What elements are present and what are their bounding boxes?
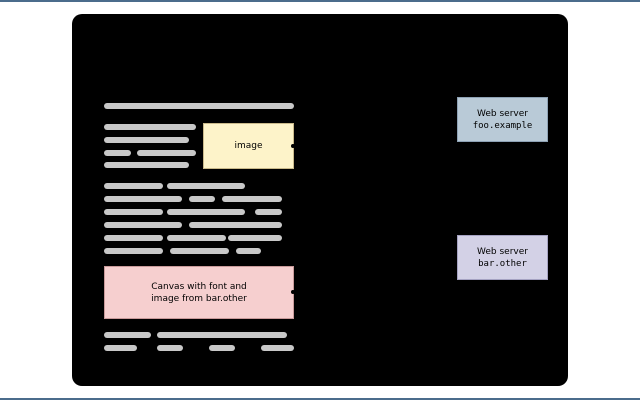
text-line <box>209 345 235 351</box>
text-line <box>222 196 282 202</box>
web-server-bar-host: bar.other <box>478 258 527 269</box>
text-line <box>104 162 189 168</box>
text-line <box>255 209 282 215</box>
text-line <box>104 345 137 351</box>
web-server-foo-title: Web server <box>477 108 528 119</box>
web-server-foo: Web server foo.example <box>457 97 548 142</box>
text-line <box>104 248 163 254</box>
text-line <box>104 209 163 215</box>
web-server-bar: Web server bar.other <box>457 235 548 280</box>
image-box-label: image <box>234 141 263 151</box>
text-line <box>157 345 183 351</box>
text-line <box>104 235 163 241</box>
canvas-connector-dot <box>291 290 295 294</box>
text-line <box>104 196 182 202</box>
canvas-box: Canvas with font and image from bar.othe… <box>104 266 294 319</box>
text-line <box>170 248 229 254</box>
text-line <box>104 183 163 189</box>
canvas-box-line1: Canvas with font and <box>151 281 247 292</box>
text-line <box>104 124 196 130</box>
image-connector-dot <box>291 144 295 148</box>
canvas-box-line2: image from bar.other <box>151 293 247 304</box>
bottom-rule <box>0 398 640 400</box>
text-line <box>261 345 294 351</box>
text-line <box>236 248 261 254</box>
text-line <box>104 150 131 156</box>
text-line <box>137 150 196 156</box>
image-box: image <box>203 123 294 169</box>
text-line <box>189 196 215 202</box>
text-line <box>167 183 245 189</box>
text-line <box>104 103 294 109</box>
text-line <box>157 332 287 338</box>
top-rule <box>0 0 640 2</box>
web-server-foo-host: foo.example <box>472 120 533 131</box>
text-line <box>189 222 282 228</box>
text-line <box>167 235 226 241</box>
web-server-bar-title: Web server <box>477 246 528 257</box>
text-line <box>104 332 151 338</box>
text-line <box>167 209 245 215</box>
text-line <box>104 222 182 228</box>
text-line <box>228 235 282 241</box>
text-line <box>104 137 189 143</box>
